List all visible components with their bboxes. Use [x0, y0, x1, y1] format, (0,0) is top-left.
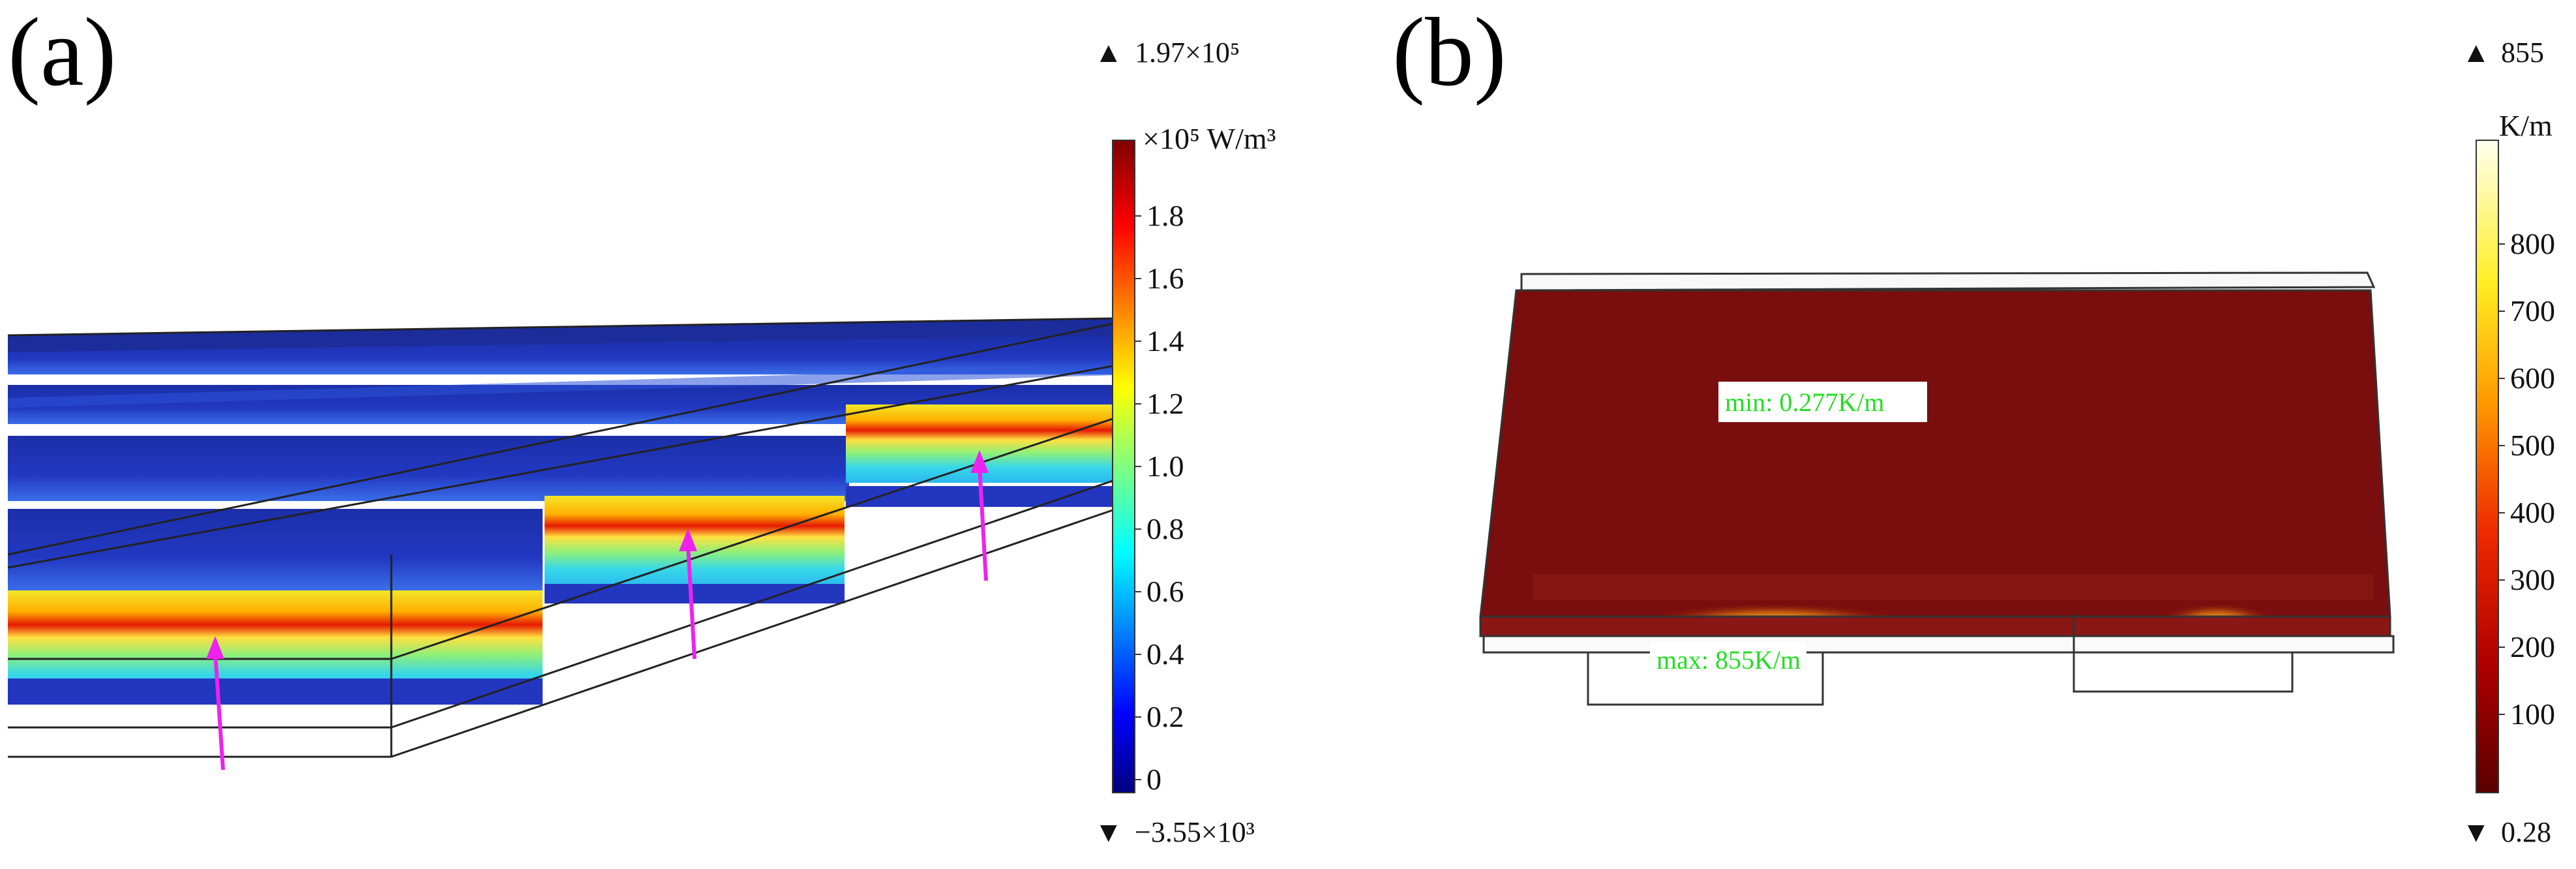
panel-a-colorbar-tick-label: 0.4: [1146, 637, 1184, 671]
panel-b-colorbar-tick-label: 400: [2510, 496, 2555, 529]
panel-b-min-annotation: min: 0.277K/m: [1725, 388, 1884, 417]
panel-a-max-icon: ▲: [1094, 37, 1123, 69]
panel-a-colorbar-tick-label: 1.2: [1146, 387, 1184, 420]
panel-b-unit-label: K/m: [2499, 109, 2553, 142]
panel-b-colorbar-tick-label: 200: [2510, 630, 2555, 663]
panel-a-heat-source-plot: [7, 317, 1117, 770]
panel-b-colorbar-gradient: [2476, 140, 2499, 793]
panel-a-colorbar-tick-label: 1.0: [1146, 450, 1184, 483]
panel-b-max-icon: ▲: [2462, 37, 2491, 69]
panel-b-max-annotation: max: 855K/m: [1656, 645, 1801, 675]
panel-a-colorbar: ▲ 1.97×10⁵ ×10⁵ W/m³ 0 0.2 0.4 0.6 0.8 1.0 1.2…: [1094, 37, 1276, 848]
panel-b-max-annotation-box: [1650, 643, 1806, 678]
panel-a-max-readout: 1.97×10⁵: [1135, 37, 1240, 69]
panel-b-max-readout: 855: [2501, 37, 2544, 69]
panel-b-colorbar-tick-label: 700: [2510, 294, 2555, 328]
panel-b-min-readout: 0.28: [2501, 816, 2551, 848]
panel-a-colorbar-tick-label: 0.2: [1146, 700, 1184, 733]
panel-b-min-annotation-box: [1718, 382, 1927, 422]
panel-a-colorbar-tick-label: 0.8: [1146, 512, 1184, 545]
panel-b-label: (b): [1392, 0, 1506, 106]
panel-a-colorbar-tick-label: 1.6: [1146, 262, 1184, 295]
panel-a-colorbar-tick-label: 1.8: [1146, 199, 1184, 232]
panel-a-unit-label: ×10⁵ W/m³: [1143, 122, 1276, 155]
panel-a-min-readout: −3.55×10³: [1135, 816, 1255, 848]
panel-b-colorbar: ▲ 855 K/m 100 200 300 400 500 600 700 800 ▼ 0.2…: [2462, 37, 2555, 848]
panel-b-colorbar-tick-label: 800: [2510, 227, 2555, 260]
panel-a-label: (a): [8, 0, 116, 106]
panel-b-colorbar-tick-label: 300: [2510, 563, 2555, 596]
panel-a-colorbar-tick-label: 0: [1146, 763, 1161, 796]
panel-b-min-icon: ▼: [2462, 816, 2491, 848]
panel-a-colorbar-gradient: [1112, 140, 1135, 793]
panel-b-colorbar-tick-label: 500: [2510, 429, 2555, 462]
panel-a-colorbar-tick-label: 1.4: [1146, 324, 1184, 358]
panel-a-colorbar-tick-label: 0.6: [1146, 575, 1184, 608]
panel-a-min-icon: ▼: [1094, 816, 1123, 848]
panel-a-arrows: [206, 450, 989, 770]
panel-b-gradient-plot: min: 0.277K/m max: 855K/m: [1479, 271, 2395, 706]
panel-b-colorbar-tick-label: 100: [2510, 697, 2555, 731]
panel-b-colorbar-tick-label: 600: [2510, 361, 2555, 395]
